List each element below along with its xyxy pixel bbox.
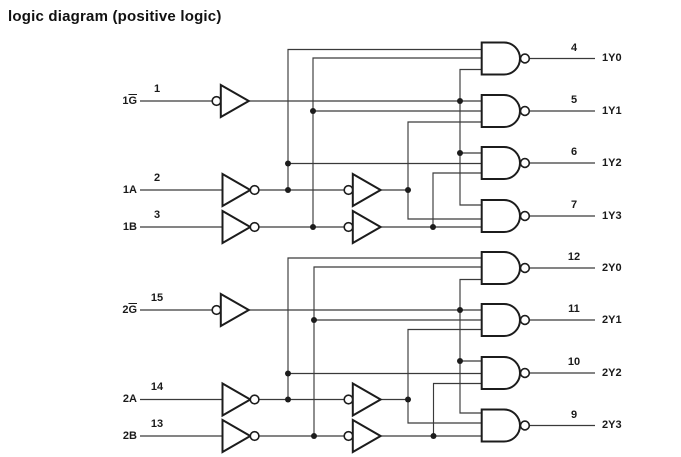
output-pin-6: 6 [570,146,578,158]
wires-section-2 [140,257,595,437]
input-pin-15: 15 [150,292,164,304]
nand-gate-1y2 [480,146,531,180]
output-pin-4: 4 [570,42,578,54]
output-label-2y1: 2Y1 [602,314,622,326]
inverter-2b-2 [343,418,383,454]
inverter-1a-2 [343,172,383,208]
wires-section-1 [140,48,595,228]
output-pin-10: 10 [567,356,581,368]
inverter-1a [221,172,260,208]
input-label-2b: 2B [122,430,137,442]
output-label-2y0: 2Y0 [602,262,622,274]
output-label-2y2: 2Y2 [602,367,622,379]
inverter-1b-2 [343,209,383,245]
nand-gate-1y3 [480,199,531,233]
input-label-2g: 2G [122,304,137,316]
enable-buffer-1g [211,83,251,119]
output-pin-7: 7 [570,199,578,211]
input-pin-14: 14 [150,381,164,393]
inverter-2a [221,381,260,418]
nand-gate-1y1 [480,94,531,128]
input-pin-13: 13 [150,418,164,430]
output-pin-11: 11 [568,303,580,315]
input-label-1b: 1B [122,221,137,233]
nand-gate-2y3 [480,408,531,443]
input-pin-3: 3 [153,209,161,221]
page-title: logic diagram (positive logic) [8,8,222,25]
output-pin-5: 5 [570,94,578,106]
output-label-1y2: 1Y2 [602,157,622,169]
output-label-1y3: 1Y3 [602,210,622,222]
input-pin-1: 1 [153,83,161,95]
output-pin-9: 9 [570,409,578,421]
junction-dots [285,98,463,439]
inverter-2b [221,418,260,454]
inverter-2a-2 [343,381,383,418]
output-label-2y3: 2Y3 [602,419,622,431]
output-label-1y0: 1Y0 [602,52,622,64]
input-label-1g: 1G [122,95,137,107]
input-pin-2: 2 [153,172,161,184]
output-pin-12: 12 [567,251,581,263]
inverter-1b [221,209,260,245]
nand-gate-2y2 [480,356,531,390]
nand-gate-2y1 [480,303,531,337]
input-label-1a: 1A [122,184,137,196]
enable-buffer-2g [211,292,251,328]
nand-gate-2y0 [480,251,531,285]
input-label-2a: 2A [122,393,137,405]
output-label-1y1: 1Y1 [602,105,622,117]
nand-gate-1y0 [480,41,531,76]
